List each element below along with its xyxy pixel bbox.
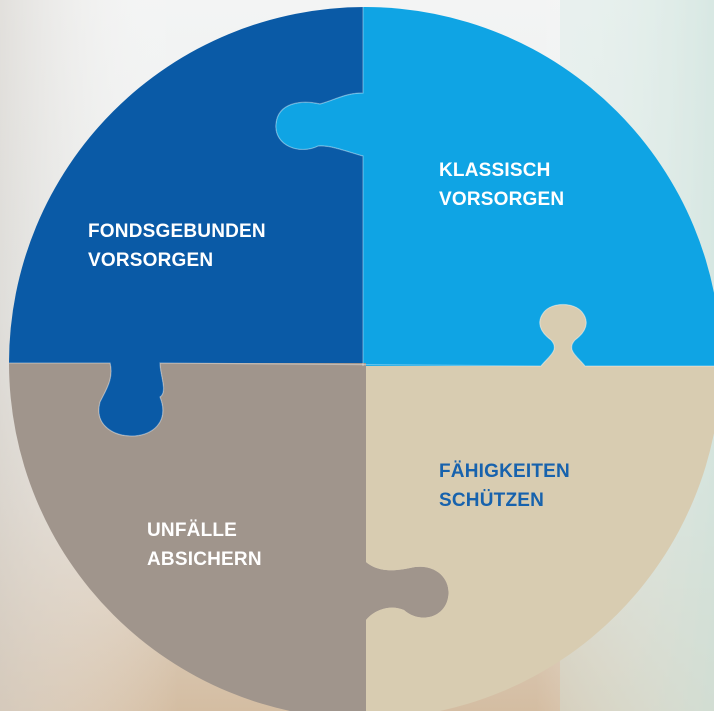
label-fondsgebunden-line-1: FONDSGEBUNDEN xyxy=(88,221,266,242)
label-faehigkeiten: FÄHIGKEITEN SCHÜTZEN xyxy=(439,461,575,511)
label-klassisch-line-1: KLASSISCH xyxy=(439,160,551,181)
label-faehigkeiten-line-1: FÄHIGKEITEN xyxy=(439,461,570,482)
label-klassisch-line-2: VORSORGEN xyxy=(439,189,564,210)
label-unfaelle: UNFÄLLE ABSICHERN xyxy=(147,520,262,570)
puzzle-seams xyxy=(0,0,714,436)
label-unfaelle-line-1: UNFÄLLE xyxy=(147,520,237,541)
label-fondsgebunden-line-2: VORSORGEN xyxy=(88,250,213,271)
label-unfaelle-line-2: ABSICHERN xyxy=(147,549,262,570)
label-faehigkeiten-line-2: SCHÜTZEN xyxy=(439,490,544,511)
label-fondsgebunden: FONDSGEBUNDEN VORSORGEN xyxy=(88,221,271,271)
label-klassisch: KLASSISCH VORSORGEN xyxy=(439,160,564,210)
